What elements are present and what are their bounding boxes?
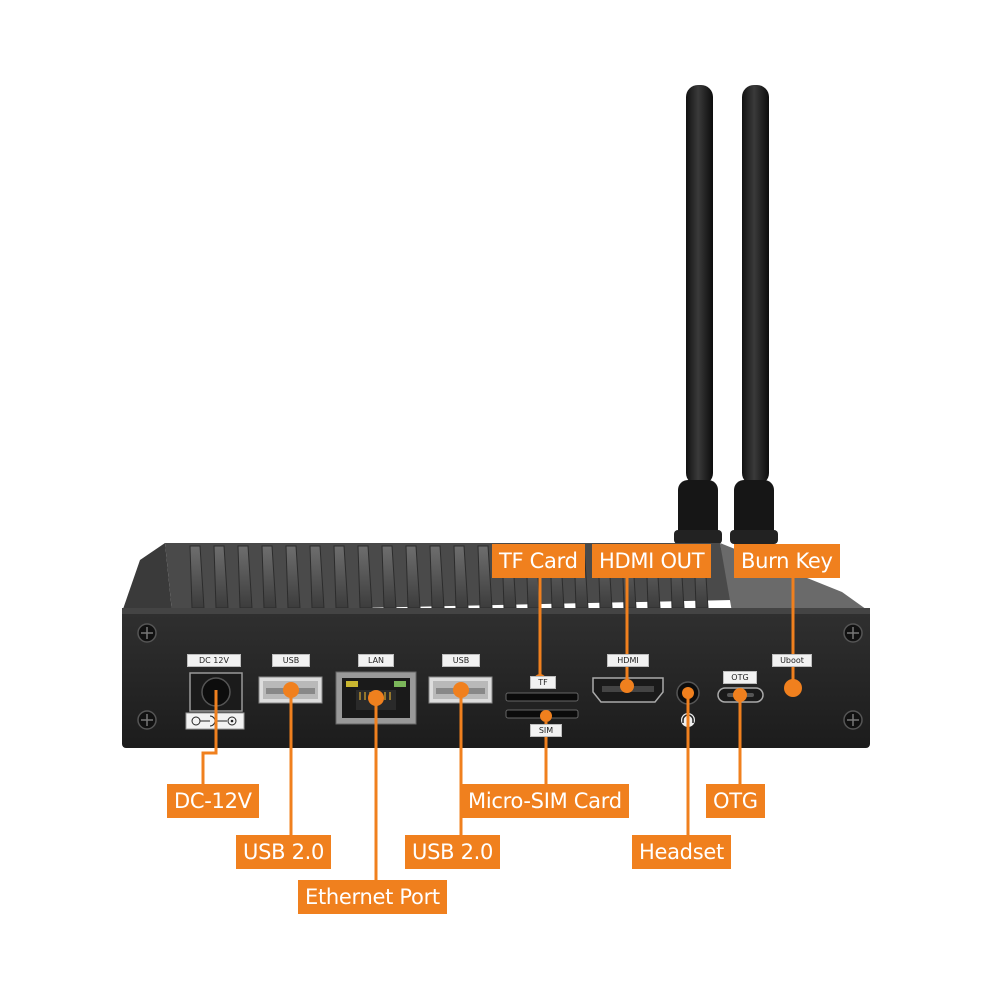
port-label-usb-right: USB bbox=[442, 654, 480, 667]
callout-otg: OTG bbox=[706, 784, 765, 818]
tf-card-slot bbox=[505, 692, 579, 702]
port-label-otg: OTG bbox=[723, 671, 757, 684]
callout-burn-key: Burn Key bbox=[734, 544, 840, 578]
antenna-left bbox=[674, 85, 722, 544]
port-label-lan: LAN bbox=[358, 654, 394, 667]
callout-usb-left: USB 2.0 bbox=[236, 835, 332, 869]
callout-tf-card: TF Card bbox=[492, 544, 585, 578]
callout-hdmi-out: HDMI OUT bbox=[592, 544, 712, 578]
callout-leader-lines bbox=[201, 577, 795, 880]
port-label-tf: TF bbox=[530, 676, 556, 689]
callout-ethernet-port: Ethernet Port bbox=[298, 880, 447, 914]
panel-edge bbox=[122, 608, 870, 614]
callout-headset: Headset bbox=[632, 835, 731, 869]
antenna-right bbox=[730, 85, 778, 544]
screw-icon bbox=[843, 710, 863, 730]
port-label-sim: SIM bbox=[530, 724, 562, 737]
screw-icon bbox=[137, 710, 157, 730]
port-label-hdmi: HDMI bbox=[607, 654, 649, 667]
callout-usb-right: USB 2.0 bbox=[405, 835, 501, 869]
screw-icon bbox=[137, 623, 157, 643]
front-panel bbox=[122, 608, 870, 748]
callout-micro-sim-card: Micro-SIM Card bbox=[461, 784, 629, 818]
callout-dc-12v: DC-12V bbox=[167, 784, 259, 818]
port-label-usb-left: USB bbox=[272, 654, 310, 667]
port-label-uboot: Uboot bbox=[772, 654, 812, 667]
screw-icon bbox=[843, 623, 863, 643]
port-label-dc: DC 12V bbox=[187, 654, 241, 667]
